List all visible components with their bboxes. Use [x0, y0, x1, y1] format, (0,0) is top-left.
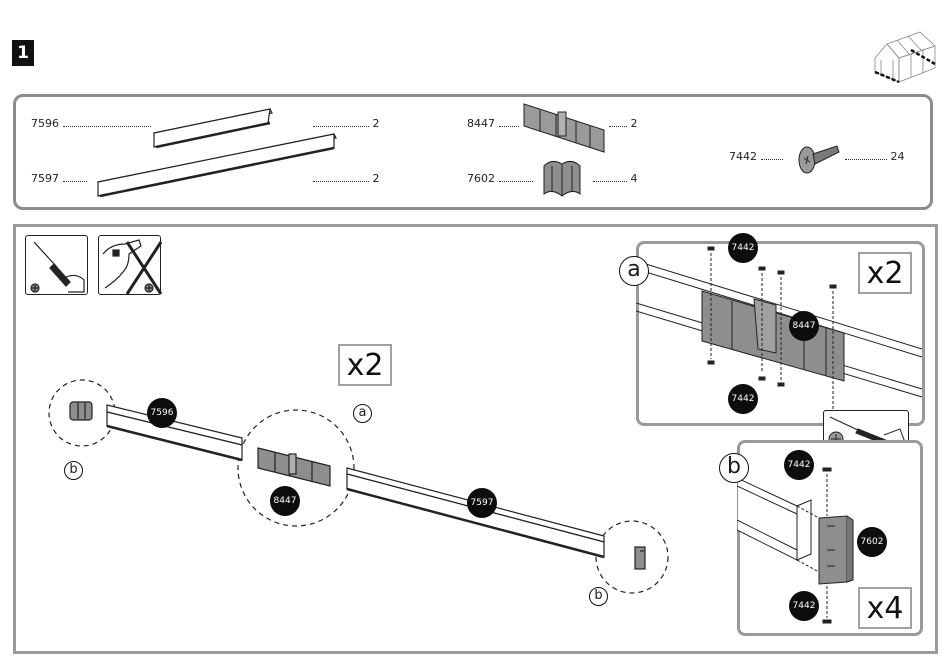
- part-row-7602: 7602: [467, 172, 533, 185]
- callout-part-8447: 8447: [270, 486, 300, 516]
- detail-marker-a: a: [353, 404, 372, 423]
- quantity: 4: [631, 172, 638, 185]
- dot-leader: [761, 151, 783, 160]
- quantity: 2: [373, 117, 380, 130]
- detail-b-letter: b: [719, 453, 749, 483]
- multiplier-box-main: x2: [338, 344, 392, 386]
- callout-part-7596: 7596: [147, 398, 177, 428]
- power-drill-not-allowed-icon: [98, 235, 161, 295]
- part-qty-7442: 24: [845, 150, 905, 163]
- callout-part-7597: 7597: [467, 488, 497, 518]
- long-rail-illustration: [94, 130, 340, 202]
- dot-leader: [313, 173, 369, 182]
- part-qty-7602: 4: [593, 172, 638, 185]
- dot-leader: [593, 173, 627, 182]
- part-number: 8447: [467, 117, 495, 130]
- multiplier-box-detail-b: x4: [858, 587, 912, 629]
- part-row-7442: 7442: [729, 150, 783, 163]
- part-number: 7442: [729, 150, 757, 163]
- part-qty-8447: 2: [609, 117, 638, 130]
- quantity: 24: [891, 150, 905, 163]
- part-number: 7597: [31, 172, 59, 185]
- callout-screw-bottom-b: 7442: [789, 591, 819, 621]
- part-row-7596: 7596: [31, 117, 151, 130]
- part-number: 7596: [31, 117, 59, 130]
- step-number-badge: 1: [12, 40, 34, 66]
- detail-marker-b-left: b: [64, 461, 83, 480]
- callout-bracket-b: 7602: [857, 527, 887, 557]
- dot-leader: [63, 118, 151, 127]
- quantity: 2: [631, 117, 638, 130]
- callout-screw-bottom-a: 7442: [728, 384, 758, 414]
- callout-connector-a: 8447: [789, 311, 819, 341]
- dot-leader: [499, 118, 519, 127]
- screwdriver-allowed-icon: [25, 235, 88, 295]
- detail-a-letter: a: [619, 256, 649, 286]
- part-number: 7602: [467, 172, 495, 185]
- dot-leader: [499, 173, 533, 182]
- dot-leader: [63, 173, 87, 182]
- corner-bracket-illustration: [540, 158, 584, 200]
- dot-leader: [313, 118, 369, 127]
- multiplier-box-detail-a: x2: [858, 252, 912, 294]
- callout-screw-top-a: 7442: [728, 233, 758, 263]
- screw-illustration: [795, 140, 841, 176]
- greenhouse-overview-icon: [865, 20, 945, 90]
- quantity: 2: [373, 172, 380, 185]
- dot-leader: [609, 118, 627, 127]
- part-qty-7597: 2: [313, 172, 380, 185]
- part-qty-7596: 2: [313, 117, 380, 130]
- dot-leader: [845, 151, 887, 160]
- part-row-8447: 8447: [467, 117, 519, 130]
- connector-plate-illustration: [520, 102, 608, 154]
- part-row-7597: 7597: [31, 172, 87, 185]
- callout-screw-top-b: 7442: [784, 450, 814, 480]
- detail-marker-b-right: b: [589, 587, 608, 606]
